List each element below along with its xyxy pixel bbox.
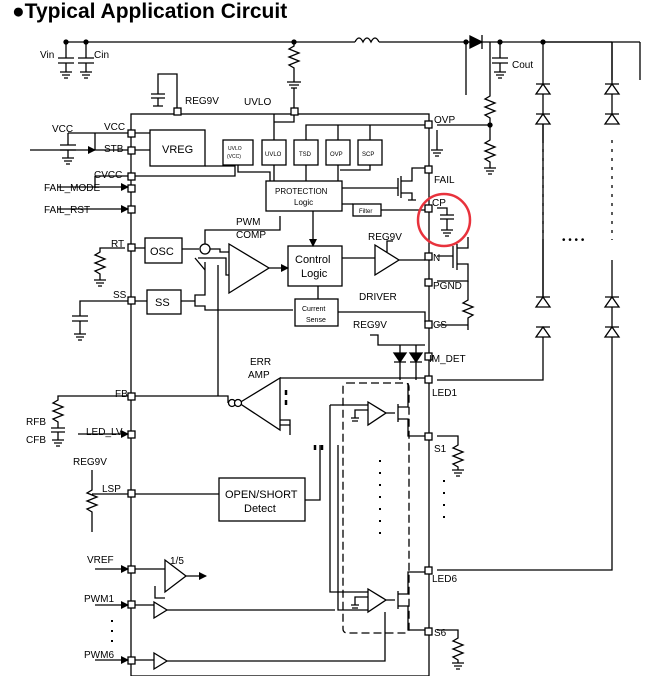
ss-label: SS: [113, 290, 127, 301]
led1-diode-a: [534, 82, 552, 95]
fail-pin-label: FAIL: [434, 175, 455, 186]
scp-block-label: SCP: [362, 152, 374, 158]
led-lv-label: LED_LV: [86, 427, 123, 438]
led6-pin-label: LED6: [432, 574, 457, 585]
fail-transistor: [397, 167, 425, 201]
err-amp-label-2: AMP: [248, 370, 270, 381]
rt-label: RT: [111, 239, 124, 250]
ss-block-label: SS: [155, 297, 170, 309]
s6-pin-label: S6: [434, 628, 447, 639]
cvcc-label: CVCC: [94, 170, 122, 181]
cp-capacitor: [437, 207, 454, 237]
uvlo-block-label: UVLO: [265, 152, 282, 158]
pgnd-pin-label: PGND: [433, 281, 462, 292]
err-amp-label-1: ERR: [250, 357, 271, 368]
stb-pin-label: STB: [104, 144, 124, 155]
ovp-divider: [465, 42, 497, 175]
reg9v-cs-label: REG9V: [353, 320, 387, 331]
led-strings-ellipsis: • • • •: [562, 235, 585, 246]
n-mosfet: [437, 237, 469, 282]
cs-resistor: [437, 281, 475, 330]
fail-mode-label: FAIL_MODE: [44, 183, 100, 194]
pwm-comparator: [228, 242, 271, 295]
led1-return: [437, 337, 544, 381]
uvlo-resistor: [287, 42, 301, 89]
lsp-label: LSP: [102, 484, 121, 495]
pwm-comp-label-2: COMP: [236, 230, 266, 241]
reg9v-capacitor: [151, 73, 178, 108]
im-det-pin-label: IM_DET: [429, 354, 466, 365]
osc-label: OSC: [150, 246, 174, 258]
vcc-pin-label: VCC: [104, 122, 125, 133]
ss-capacitor: [72, 300, 128, 341]
cin-capacitor: [78, 42, 94, 79]
channel-driver-box: [342, 382, 410, 634]
input-cap-vin: [58, 42, 74, 79]
tsd-block-label: TSD: [299, 152, 312, 158]
cout-label: Cout: [512, 60, 533, 71]
n-pin-label: N: [433, 253, 440, 264]
boost-diode: [469, 34, 484, 50]
cin-label: Cin: [94, 50, 109, 61]
vcc-ext-label: VCC: [52, 124, 73, 135]
ovp-block-label: OVP: [330, 152, 343, 158]
cs-pin-label: CS: [433, 320, 447, 331]
protection-logic-block: [265, 180, 343, 212]
current-sense-label-1: Current: [302, 306, 325, 313]
vref-buffer: [164, 558, 188, 594]
rfb-label: RFB: [26, 417, 46, 428]
cout-capacitor: [492, 42, 508, 79]
gate-driver: [374, 243, 401, 277]
control-logic-block: [287, 245, 343, 287]
rt-resistor: [93, 247, 125, 287]
cfb-label: CFB: [26, 435, 46, 446]
s1-pin-label: S1: [434, 444, 447, 455]
s1-resistor: [437, 435, 465, 477]
open-short-label-2: Detect: [244, 503, 276, 515]
page-title: ●Typical Application Circuit: [12, 0, 288, 23]
led6-diode-a: [603, 82, 621, 95]
pwm6-label: PWM6: [84, 650, 114, 661]
current-sense-label-2: Sense: [306, 317, 326, 324]
vin-label: Vin: [40, 50, 54, 61]
vref-label: VREF: [87, 555, 114, 566]
uvlo-vcc-label-2: (VCC): [227, 154, 241, 160]
control-logic-label-2: Logic: [301, 268, 328, 280]
driver-label: DRIVER: [359, 292, 397, 303]
control-logic-label-1: Control: [295, 254, 330, 266]
uvlo-vcc-label-1: UVLO: [228, 146, 242, 152]
reg9v-driver-label: REG9V: [368, 232, 402, 243]
ss-block: [146, 289, 182, 315]
vreg-label: VREG: [162, 144, 193, 156]
protection-label-1: PROTECTION: [275, 187, 328, 196]
divider-label: 1/5: [170, 556, 184, 567]
reg9v-ext-label: REG9V: [73, 457, 107, 468]
rfb-cfb-network: [51, 395, 128, 447]
cp-pin-label: CP: [432, 198, 446, 209]
protection-label-2: Logic: [294, 198, 313, 207]
lsp-resistor: [85, 470, 128, 532]
fb-label: FB: [115, 389, 128, 400]
reg9v-top-label: REG9V: [185, 96, 219, 107]
led1-pin-label: LED1: [432, 388, 457, 399]
led6-return: [437, 337, 613, 571]
vreg-block: [149, 129, 206, 167]
pwm1-label: PWM1: [84, 594, 114, 605]
uvlo-pin-label: UVLO: [244, 97, 271, 108]
osc-block: [144, 237, 183, 264]
pwm-comp-label-1: PWM: [236, 217, 260, 228]
open-short-label-1: OPEN/SHORT: [225, 489, 298, 501]
s6-resistor: [437, 629, 465, 670]
cp-highlight-circle: [416, 192, 472, 248]
err-amplifier: [237, 376, 281, 432]
inductor: [354, 37, 380, 44]
ovp-pin-label: OVP: [434, 115, 455, 126]
filter-label: Filter: [359, 209, 372, 215]
fail-rst-label: FAIL_RST: [44, 205, 90, 216]
